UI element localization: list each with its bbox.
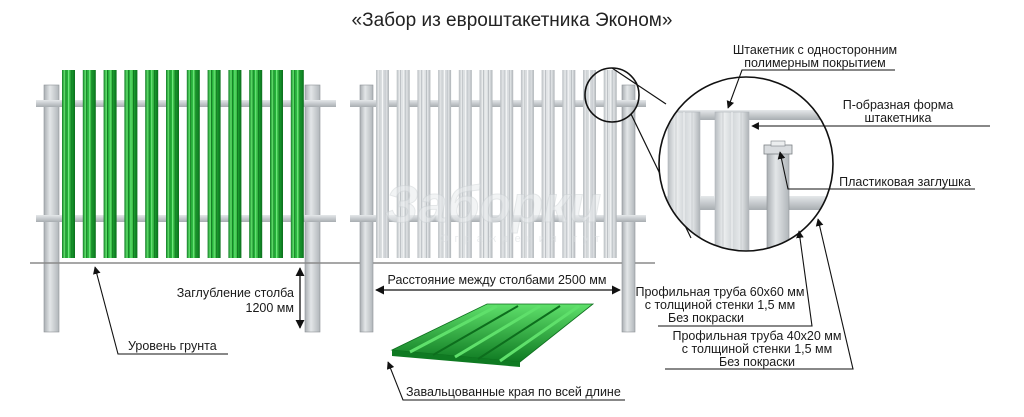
zoom-picket-left — [667, 111, 701, 251]
page-title: «Забор из евроштакетника Эконом» — [352, 10, 673, 31]
bottom-rail — [36, 215, 336, 222]
zoom-leader-top — [611, 67, 667, 105]
ground-pointer-line — [93, 266, 228, 355]
label-p-shape-2: штакетника — [864, 111, 931, 125]
green-picket — [270, 70, 283, 258]
label-pipe60-2: с толщиной стенки 1,5 мм — [645, 298, 796, 312]
left-post — [43, 84, 60, 333]
green-picket — [228, 70, 242, 258]
metal-picket — [438, 70, 452, 258]
label-pipe40-3: Без покраски — [719, 355, 795, 369]
zoom-detail — [658, 76, 834, 252]
green-picket — [82, 70, 96, 258]
green-picket — [166, 70, 179, 258]
watermark-brand: Заборки — [385, 176, 601, 234]
label-rolled-edges: Завальцованные края по всей длине — [406, 385, 621, 399]
green-picket — [290, 70, 304, 258]
metal-pickets — [376, 70, 617, 258]
metal-picket — [417, 70, 431, 258]
pointer-picket-coating — [726, 69, 895, 109]
green-picket — [103, 70, 117, 258]
metal-picket — [583, 70, 596, 258]
label-picket-coating-1: Штакетник с односторонним — [733, 43, 897, 57]
pointer-pipe60 — [658, 230, 813, 327]
metal-picket — [500, 70, 514, 258]
watermark-tagline: Ограждения тут — [440, 233, 606, 245]
green-pickets — [62, 70, 304, 258]
pointer-rolled-edges — [386, 361, 625, 401]
green-picket — [207, 70, 221, 258]
pointer-plastic-cap — [777, 151, 975, 190]
profile-sheet — [390, 303, 595, 367]
label-post-spacing: Расстояние между столбами 2500 мм — [388, 273, 607, 287]
metal-picket — [458, 70, 472, 258]
zoom-picket-right — [714, 111, 750, 251]
metal-picket — [520, 70, 534, 258]
label-picket-coating-2: полимерным покрытием — [744, 56, 886, 70]
label-p-shape-1: П-образная форма — [843, 98, 954, 112]
label-pipe40-1: Профильная труба 40х20 мм — [672, 329, 841, 343]
mid-bottom-rail — [350, 215, 646, 222]
metal-picket — [603, 70, 617, 258]
label-plastic-cap: Пластиковая заглушка — [839, 175, 971, 189]
top-rail — [36, 100, 336, 107]
watermark: Заборки Ограждения тут — [385, 176, 606, 246]
label-pipe60-3: Без покраски — [668, 311, 744, 325]
metal-picket — [396, 70, 410, 258]
green-picket — [124, 70, 138, 258]
mid-top-rail — [350, 100, 646, 107]
label-pipe60-1: Профильная труба 60х60 мм — [635, 285, 804, 299]
zoom-post — [766, 149, 790, 251]
green-picket — [186, 70, 200, 258]
label-post-depth-2: 1200 мм — [246, 301, 294, 315]
label-post-depth-1: Заглубление столба — [177, 286, 294, 300]
metal-picket — [479, 70, 493, 258]
metal-fence — [350, 70, 646, 333]
pointer-pipe40 — [665, 218, 854, 370]
green-fence — [36, 70, 336, 333]
label-pipe40-2: с толщиной стенки 1,5 мм — [682, 342, 833, 356]
green-picket — [249, 70, 263, 258]
mid-left-post — [359, 84, 374, 333]
mid-right-post — [621, 84, 636, 333]
green-picket — [62, 70, 75, 258]
zoom-plastic-cap — [763, 144, 793, 155]
metal-picket — [541, 70, 555, 258]
right-post — [304, 84, 321, 333]
metal-picket — [376, 70, 389, 258]
metal-picket — [562, 70, 576, 258]
label-ground-level: Уровень грунта — [128, 339, 217, 353]
green-picket — [145, 70, 159, 258]
zoom-circle-border — [658, 76, 834, 252]
